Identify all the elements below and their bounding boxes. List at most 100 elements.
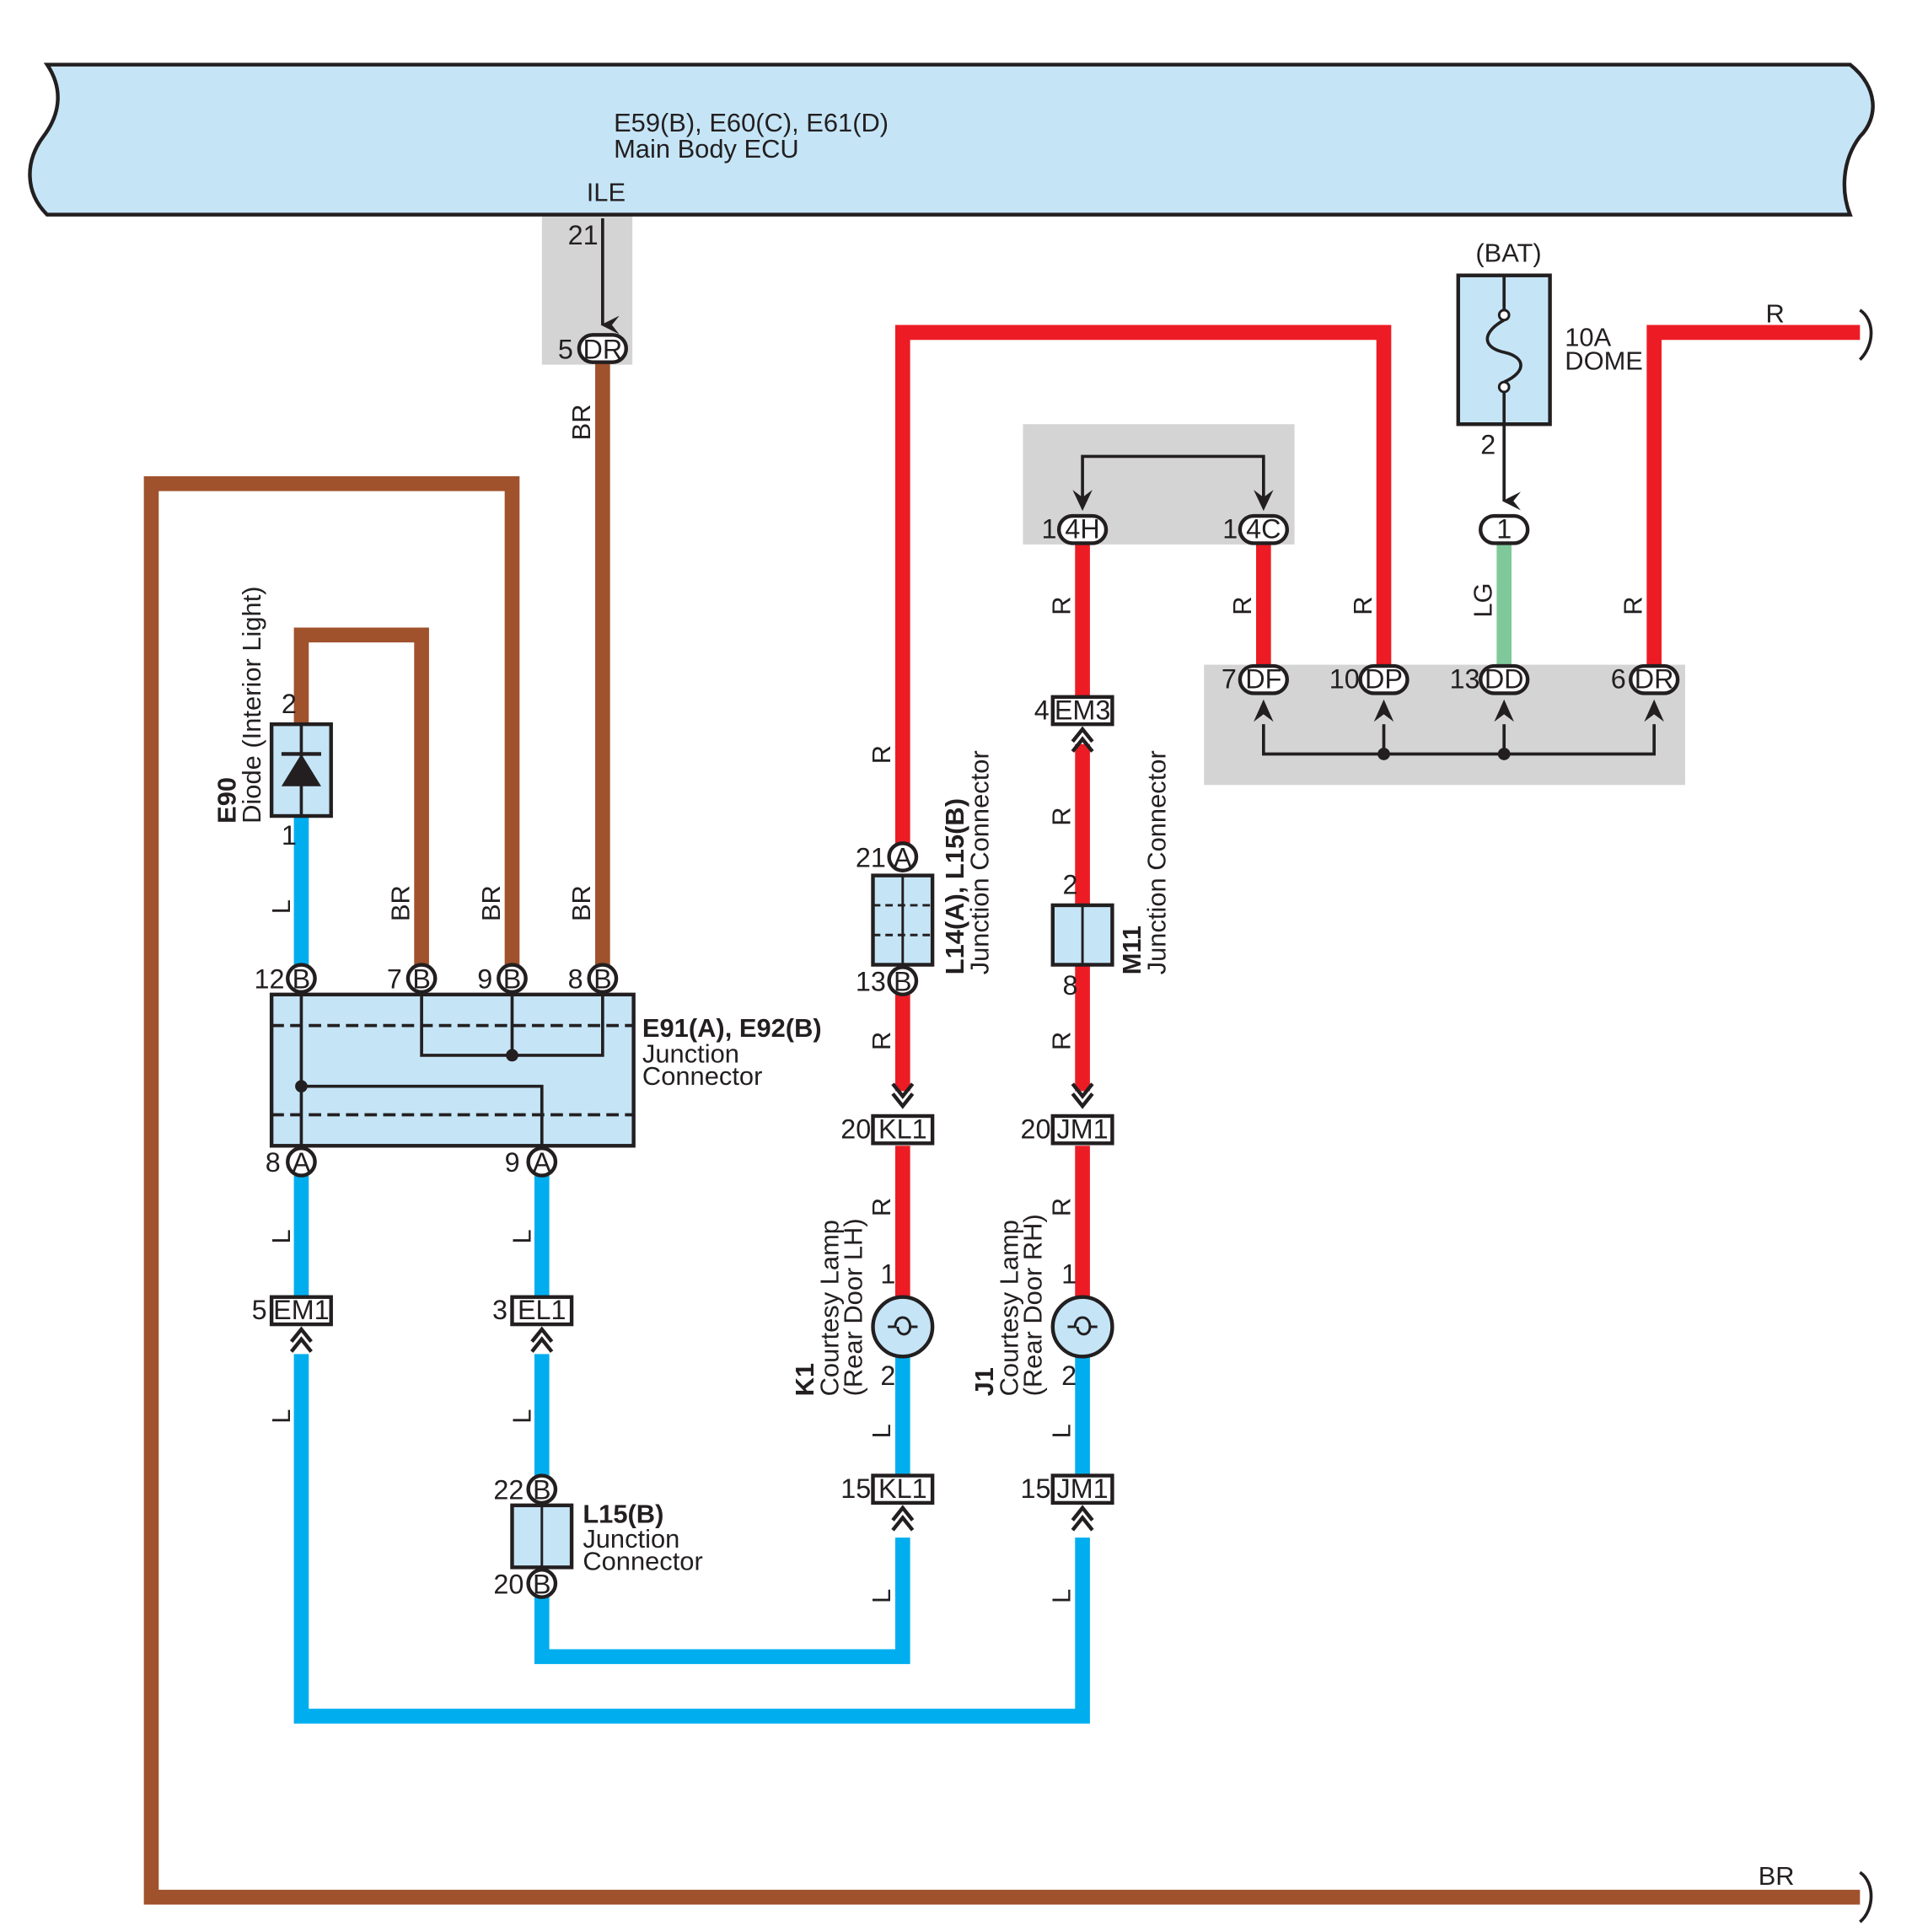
junction-m11-pin-top: 2	[1063, 870, 1078, 900]
svg-text:B: B	[293, 963, 311, 994]
svg-text:EM1: EM1	[273, 1295, 330, 1325]
junction-e91-pin-8-num: 8	[568, 963, 583, 994]
wire-label: L	[266, 899, 296, 914]
svg-text:JM1: JM1	[1057, 1114, 1109, 1144]
diode-pin-top: 2	[282, 689, 297, 719]
connector-kl1-top: KL1	[871, 1082, 935, 1146]
connector-dr-top: DR	[577, 333, 629, 364]
svg-text:DF: DF	[1245, 664, 1281, 695]
svg-text:A: A	[293, 1147, 311, 1178]
fuse-rating-label: 10A	[1565, 323, 1611, 352]
wire-label: BR	[567, 404, 596, 440]
junction-m11-pin-bottom: 8	[1063, 970, 1078, 1001]
junction-l15-id: L15(B)	[583, 1499, 663, 1528]
fuse-source-label: (BAT)	[1475, 239, 1541, 268]
connector-df-pin: 7	[1222, 664, 1237, 695]
connector-dr-right: DR	[1629, 664, 1680, 695]
connector-el1-pin: 3	[492, 1295, 507, 1325]
wire-label: LG	[1468, 582, 1497, 617]
wire-break-brown	[1859, 1870, 1873, 1924]
bulb-icon	[871, 1295, 935, 1359]
junction-e91-pin-12-num: 12	[255, 963, 285, 994]
wire-r-dr-to-right	[1646, 325, 1861, 665]
junction-l14	[871, 873, 935, 967]
wire-br-outer-loop	[143, 475, 1861, 1905]
lamp-j1-name-2: (Rear Door RH)	[1018, 1214, 1048, 1396]
ecu-terminal-label: ILE	[587, 177, 626, 207]
wire-color-labels: BR BR BR BR L L L L L R R R L L R R R R …	[266, 299, 1794, 1891]
wire-label: L	[867, 1589, 896, 1603]
bulb-icon	[1050, 1295, 1114, 1359]
connector-el1: EL1	[510, 1295, 574, 1353]
junction-l14-name: Junction Connector	[964, 750, 994, 974]
lamp-k1-name-1: Courtesy Lamp	[814, 1220, 844, 1396]
junction-l14-pin-bottom-num: 13	[856, 966, 886, 996]
junction-e91-pin-7: B	[405, 963, 438, 994]
connector-em3-pin: 4	[1034, 695, 1050, 725]
fuse-name-label: DOME	[1565, 346, 1643, 376]
junction-e91-pin-a9-num: 9	[505, 1147, 520, 1178]
diode-pin-bottom: 1	[282, 820, 297, 851]
wire-label: R	[1618, 596, 1647, 614]
svg-text:B: B	[593, 963, 612, 994]
wire-l-l15-to-kl1	[534, 1538, 910, 1665]
wire-br-diode-loop	[293, 627, 429, 965]
wire-break-red	[1858, 309, 1873, 362]
junction-e91-pin-7-num: 7	[387, 963, 402, 994]
junction-l14-pin-bottom: B	[887, 965, 919, 996]
wire-r-dp-to-l14	[894, 325, 1392, 844]
connector-dp-pin: 10	[1329, 664, 1360, 695]
junction-e91-name-1: Junction	[642, 1039, 739, 1069]
junction-e91-pin-a8-num: 8	[266, 1147, 281, 1178]
junction-l15	[510, 1503, 574, 1570]
wire-label: R	[1766, 299, 1785, 329]
junction-e91-pin-a9: A	[526, 1146, 558, 1178]
junction-e91-pin-9-num: 9	[477, 963, 492, 994]
diode-id: E90	[212, 777, 241, 824]
junction-m11-name: Junction Connector	[1142, 750, 1172, 974]
main-body-ecu	[28, 62, 1875, 217]
wire-label: R	[1046, 1198, 1076, 1216]
connector-em1: EM1	[269, 1295, 333, 1353]
wire-label: BR	[385, 885, 415, 921]
lamp-k1-pin-top: 1	[880, 1259, 895, 1290]
ecu-name-label: Main Body ECU	[614, 134, 799, 164]
connector-jm1-bottom-pin: 15	[1021, 1473, 1051, 1504]
wire-label: L	[507, 1229, 537, 1243]
wires	[143, 325, 1861, 1905]
svg-text:B: B	[533, 1569, 551, 1599]
svg-text:A: A	[533, 1147, 551, 1178]
junction-e91-id: E91(A), E92(B)	[642, 1013, 822, 1043]
junction-l15-pin-top: B	[526, 1473, 558, 1505]
wire-label: L	[266, 1229, 296, 1243]
svg-text:DR: DR	[1635, 664, 1674, 695]
connector-dp: DP	[1358, 664, 1410, 695]
svg-text:DD: DD	[1485, 664, 1524, 695]
svg-text:DR: DR	[583, 334, 622, 364]
fuse-icon	[1456, 273, 1552, 427]
lamp-j1-id: J1	[969, 1367, 999, 1396]
svg-text:4H: 4H	[1065, 514, 1099, 545]
junction-e91	[269, 992, 636, 1148]
ecu-pin-label: 21	[568, 220, 599, 250]
connector-4c-pin: 1	[1222, 514, 1238, 545]
connector-jm1-top-pin: 20	[1021, 1114, 1051, 1144]
wire-label: L	[867, 1424, 896, 1438]
ecu-connectors-label: E59(B), E60(C), E61(D)	[614, 108, 889, 137]
splice-arrows	[1072, 490, 1664, 760]
connector-em1-pin: 5	[252, 1295, 267, 1325]
wire-label: BR	[567, 885, 596, 921]
diode-icon	[269, 722, 333, 818]
wire-label: BR	[1759, 1861, 1795, 1891]
junction-e91-pin-12: B	[286, 963, 317, 994]
lamp-k1-name-2: (Rear Door LH)	[838, 1218, 867, 1396]
svg-text:B: B	[503, 963, 522, 994]
svg-text:KL1: KL1	[878, 1114, 927, 1144]
junction-l15-pin-top-num: 22	[493, 1474, 524, 1505]
wire-label: R	[867, 1032, 896, 1050]
connector-kl1-bottom: KL1	[871, 1473, 935, 1532]
connector-dd: DD	[1479, 664, 1530, 695]
junction-l15-pin-bottom-num: 20	[493, 1569, 524, 1599]
connector-dr-right-pin: 6	[1611, 664, 1626, 695]
